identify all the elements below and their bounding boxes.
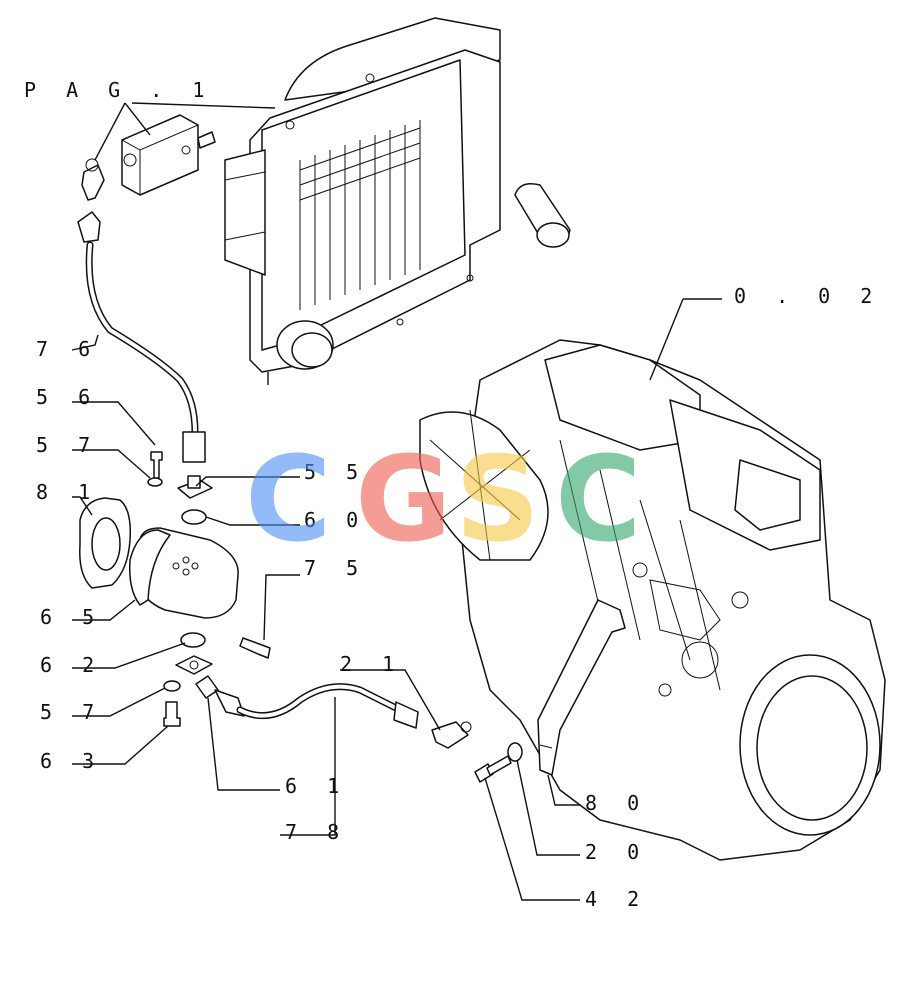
hose-76-drawing	[77, 211, 206, 463]
callout-60: 6 0	[304, 508, 367, 532]
callout-42: 4 2	[585, 887, 648, 911]
callout-75: 7 5	[304, 556, 367, 580]
watermark-letter-4: C	[555, 430, 642, 568]
callout-61: 6 1	[285, 774, 348, 798]
callout-20: 2 0	[585, 840, 648, 864]
callout-65: 6 5	[40, 605, 103, 629]
callout-63: 6 3	[40, 749, 103, 773]
callout-78: 7 8	[285, 820, 348, 844]
watermark-logo: C G S C	[245, 430, 642, 568]
callout-57-lower: 5 7	[40, 700, 103, 724]
engine-drawing	[419, 339, 886, 861]
watermark-letter-2: G	[355, 430, 452, 568]
watermark-letter-1: C	[245, 430, 332, 568]
callout-80: 8 0	[585, 791, 648, 815]
callout-labels: P A G . 1 0 . 0 2 1 7 6 5 6 5 7 8 1 5 5 …	[24, 78, 904, 911]
callout-56: 5 6	[36, 385, 99, 409]
radiator-drawing	[224, 17, 571, 385]
callout-81: 8 1	[36, 480, 99, 504]
switch-block-drawing	[81, 114, 216, 201]
leader-lines	[71, 102, 722, 901]
callout-55: 5 5	[304, 460, 367, 484]
watermark-letter-3: S	[455, 430, 540, 568]
hose-78-drawing	[214, 683, 472, 749]
callout-pag1: P A G . 1	[24, 78, 213, 102]
callout-62: 6 2	[40, 653, 103, 677]
callout-0021: 0 . 0 2 1	[734, 284, 904, 308]
bolt-42-drawing	[474, 742, 523, 783]
callout-21: 2 1	[340, 652, 403, 676]
callout-57-upper: 5 7	[36, 433, 99, 457]
callout-76: 7 6	[36, 337, 99, 361]
heater-parts-drawing	[79, 451, 271, 727]
